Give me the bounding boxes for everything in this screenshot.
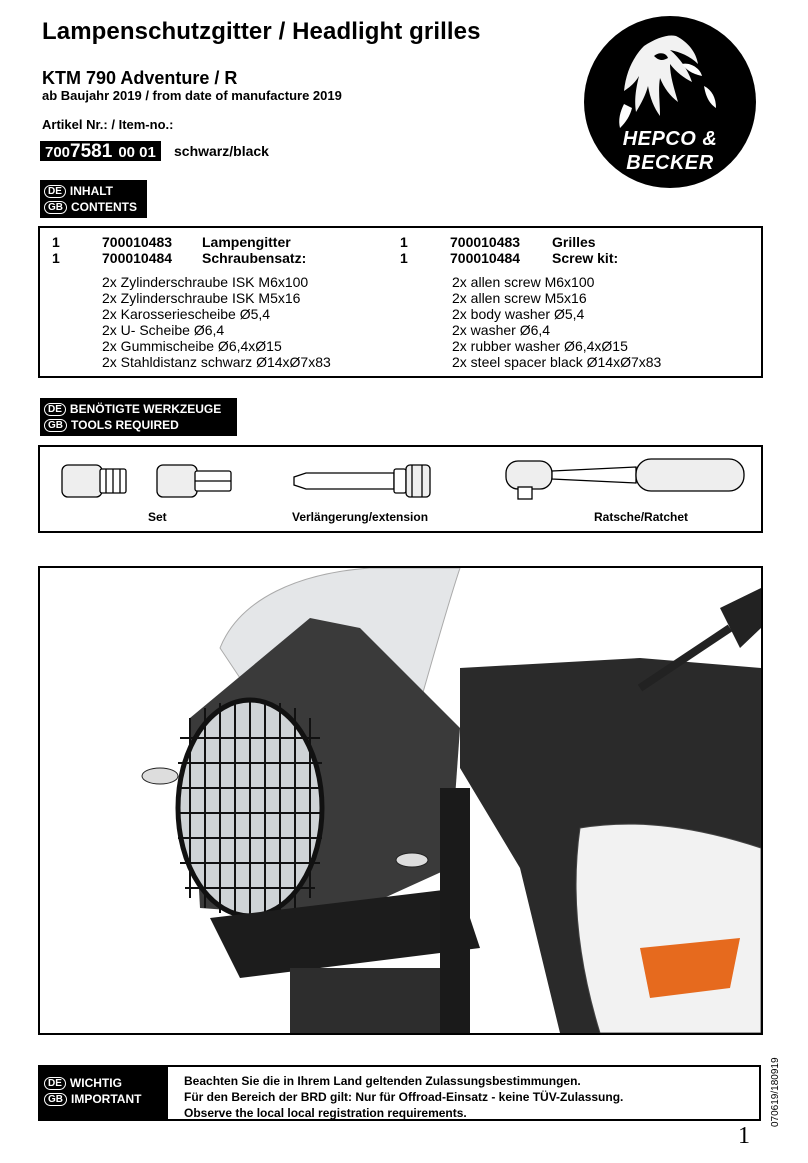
list-item: 2x Zylinderschraube ISK M5x16 [102, 290, 301, 306]
screw-kit-list-de: 2x Zylinderschraube ISK M6x100 2x Zylind… [102, 274, 331, 370]
list-item: 2x allen screw M6x100 [452, 274, 595, 290]
hex-bit-socket-icon [156, 464, 232, 498]
manufacture-date: ab Baujahr 2019 / from date of manufactu… [42, 88, 342, 103]
list-item: 2x washer Ø6,4 [452, 322, 551, 338]
tools-heading-gb: TOOLS REQUIRED [71, 418, 179, 432]
tool-label-set: Set [148, 510, 167, 524]
socket-icon [61, 464, 127, 498]
screw-kit-list-en: 2x allen screw M6x100 2x allen screw M5x… [452, 274, 661, 370]
list-item: 2x U- Scheibe Ø6,4 [102, 322, 225, 338]
tools-box: Set Verlängerung/extension Ratsche/Ratch… [38, 445, 763, 533]
item-no-en-1: 700010483 [450, 234, 521, 250]
de-tag: DE [44, 402, 66, 416]
article-prefix: 700 [45, 144, 71, 161]
hepco-becker-logo: HEPCO & BECKER [584, 16, 756, 188]
list-item: 2x Gummischeibe Ø6,4xØ15 [102, 338, 282, 354]
list-item: 2x rubber washer Ø6,4xØ15 [452, 338, 628, 354]
gb-tag: GB [44, 200, 67, 214]
gb-tag: GB [44, 418, 67, 432]
important-line: Observe the local local registration req… [184, 1106, 467, 1120]
item-no-2: 700010484 [102, 250, 173, 266]
product-photo [38, 566, 763, 1035]
logo-text-line1: HEPCO & [622, 128, 718, 150]
logo-text-line2: BECKER [626, 152, 714, 174]
list-item: 2x Stahldistanz schwarz Ø14xØ7x83 [102, 354, 331, 370]
article-suffix: 00 01 [118, 144, 156, 161]
list-item: 2x Karosseriescheibe Ø5,4 [102, 306, 271, 322]
item-name-en-1: Grilles [552, 234, 596, 250]
article-color: schwarz/black [174, 143, 269, 159]
item-no-en-2: 700010484 [450, 250, 521, 266]
de-tag: DE [44, 1076, 66, 1090]
tool-label-extension: Verlängerung/extension [292, 510, 429, 524]
extension-bar-icon [293, 464, 431, 498]
contents-heading-de: INHALT [69, 184, 114, 198]
article-label: Artikel Nr.: / Item-no.: [42, 117, 174, 132]
list-item: 2x allen screw M5x16 [452, 290, 587, 306]
contents-box: 1 700010483 Lampengitter 1 700010483 Gri… [38, 226, 763, 378]
qty-en-2: 1 [400, 250, 408, 266]
important-heading-gb: IMPORTANT [71, 1092, 142, 1106]
document-code: 070619/180919 [770, 1057, 781, 1127]
important-line: Beachten Sie die in Ihrem Land geltenden… [184, 1074, 581, 1088]
item-no-1: 700010483 [102, 234, 173, 250]
list-item: 2x steel spacer black Ø14xØ7x83 [452, 354, 662, 370]
contents-heading-gb: CONTENTS [71, 200, 137, 214]
item-name-en-2: Screw kit: [552, 250, 619, 266]
important-heading-de: WICHTIG [69, 1076, 122, 1090]
list-item: 2x body washer Ø5,4 [452, 306, 585, 322]
article-main: 7581 [70, 141, 113, 162]
qty-2: 1 [52, 250, 60, 266]
ratchet-icon [505, 458, 745, 500]
qty-en-1: 1 [400, 234, 408, 250]
item-name-de-1: Lampengitter [202, 234, 291, 250]
important-text: Beachten Sie die in Ihrem Land geltenden… [184, 1073, 623, 1121]
item-name-de-2: Schraubensatz: [202, 250, 307, 266]
tool-label-ratchet: Ratsche/Ratchet [594, 510, 689, 524]
tools-illustration [61, 458, 745, 500]
motorcycle-headlight-grille-image [141, 568, 761, 1033]
de-tag: DE [44, 184, 66, 198]
page-number: 1 [738, 1123, 750, 1149]
eagle-emblem-icon [619, 35, 716, 128]
qty-1: 1 [52, 234, 60, 250]
list-item: 2x Zylinderschraube ISK M6x100 [102, 274, 309, 290]
gb-tag: GB [44, 1092, 67, 1106]
important-line: Für den Bereich der BRD gilt: Nur für Of… [184, 1090, 624, 1104]
model-name: KTM 790 Adventure / R [42, 68, 238, 88]
page-title: Lampenschutzgitter / Headlight grilles [42, 18, 481, 45]
tools-heading-de: BENÖTIGTE WERKZEUGE [69, 402, 222, 416]
